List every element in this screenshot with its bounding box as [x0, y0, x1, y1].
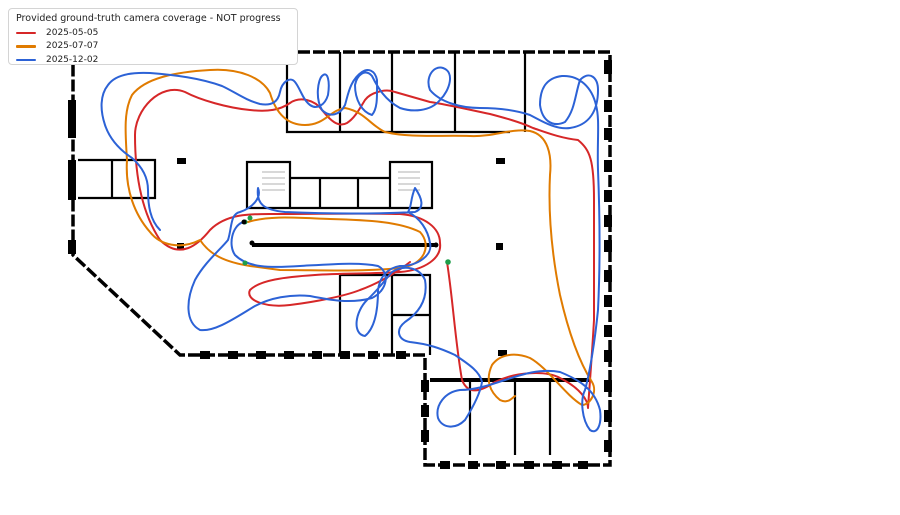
- legend-swatch: [16, 45, 36, 48]
- trajectory-2025-05-05: [134, 89, 595, 409]
- start-markers: [242, 215, 451, 266]
- legend-entry: 2025-05-05: [16, 26, 297, 40]
- legend-entry: 2025-12-02: [16, 53, 297, 67]
- lower-rooms: [338, 273, 552, 455]
- legend-swatch: [16, 58, 36, 61]
- legend-label: 2025-07-07: [46, 41, 99, 52]
- legend-title: Provided ground-truth camera coverage - …: [16, 13, 281, 24]
- legend: Provided ground-truth camera coverage - …: [8, 8, 298, 65]
- legend-entry: 2025-07-07: [16, 40, 297, 54]
- stairs: [262, 171, 420, 191]
- legend-swatch: [16, 31, 36, 34]
- interior-walls: [78, 52, 527, 210]
- columns: [177, 158, 507, 356]
- end-markers: [241, 219, 439, 248]
- trajectory-2025-12-02: [100, 66, 602, 433]
- window-mullions: [68, 60, 612, 469]
- legend-label: 2025-12-02: [46, 54, 99, 65]
- legend-label: 2025-05-05: [46, 27, 99, 38]
